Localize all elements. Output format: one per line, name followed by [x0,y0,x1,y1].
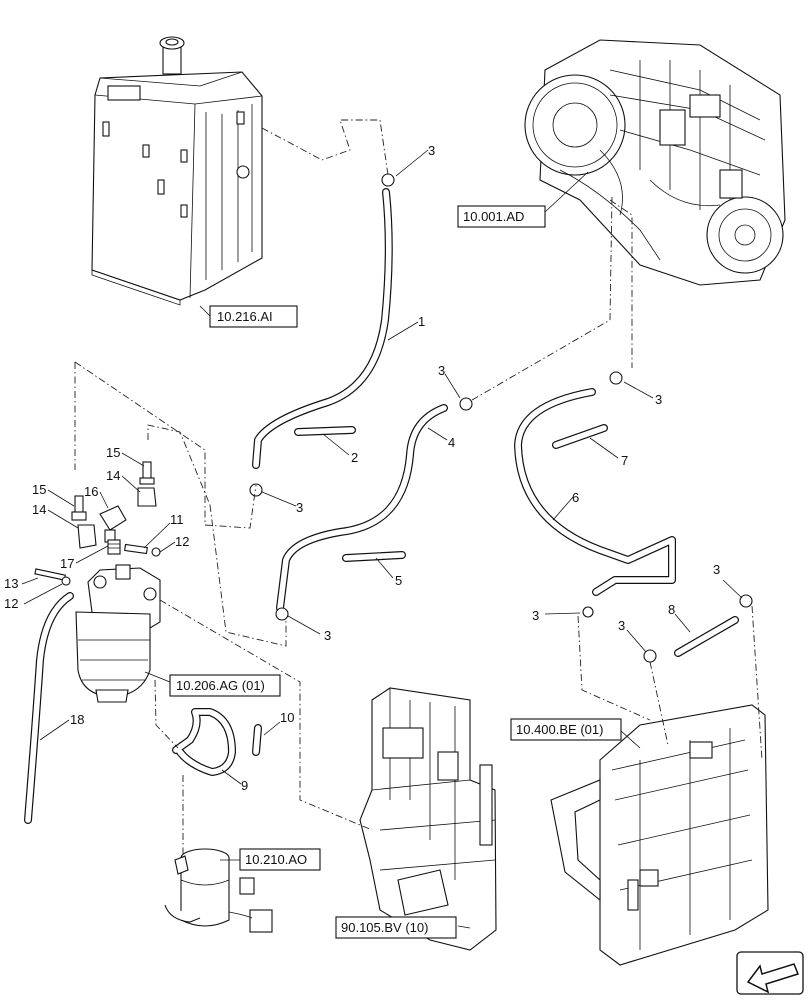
callout-13: 13 [4,576,18,591]
callout-15: 15 [32,482,46,497]
callout-18: 18 [70,712,84,727]
callout-2: 2 [351,450,358,465]
engine-assembly [524,39,786,286]
callout-4: 4 [448,435,455,450]
ref-radiator: 10.400.BE (01) [516,722,603,737]
fuel-pump [164,848,273,933]
fuel-tank [91,36,263,306]
ref-tank: 10.216.AI [217,309,273,324]
callout-10: 10 [280,710,294,725]
callout-7: 7 [621,453,628,468]
callout-14: 14 [32,502,46,517]
callout-17: 17 [60,556,74,571]
callout-9: 9 [241,778,248,793]
connector-lines [74,119,763,858]
callout-16: 16 [84,484,98,499]
hoses [24,188,739,824]
callout-11: 11 [170,512,184,527]
callout-3: 3 [296,500,303,515]
fuel-filter [75,564,161,703]
arrow-icon[interactable] [736,951,804,995]
callout-3: 3 [428,143,435,158]
callout-12: 12 [4,596,18,611]
chassis-frame [359,687,497,951]
callout-8: 8 [668,602,675,617]
ref-pump: 10.210.AO [245,852,307,867]
radiator-assembly [550,704,769,966]
reference-boxes: 10.001.AD 10.216.AI 10.206.AG (01) 10.21… [169,205,622,939]
callout-3: 3 [713,562,720,577]
callout-6: 6 [572,490,579,505]
fittings [34,461,161,586]
leader-lines [21,149,743,929]
callout-3: 3 [532,608,539,623]
callout-3: 3 [438,363,445,378]
callout-15: 15 [106,445,120,460]
callout-5: 5 [395,573,402,588]
ref-frame: 90.105.BV (10) [341,920,428,935]
callout-14: 14 [106,468,120,483]
callout-12: 12 [175,534,189,549]
ref-engine: 10.001.AD [463,209,524,224]
ref-filter: 10.206.AG (01) [176,678,265,693]
callout-1: 1 [418,314,425,329]
callout-3: 3 [618,618,625,633]
callout-3: 3 [655,392,662,407]
callout-numbers: 3 1 2 3 3 3 4 5 3 7 6 3 3 8 3 9 10 18 15… [4,143,720,793]
callout-3: 3 [324,628,331,643]
